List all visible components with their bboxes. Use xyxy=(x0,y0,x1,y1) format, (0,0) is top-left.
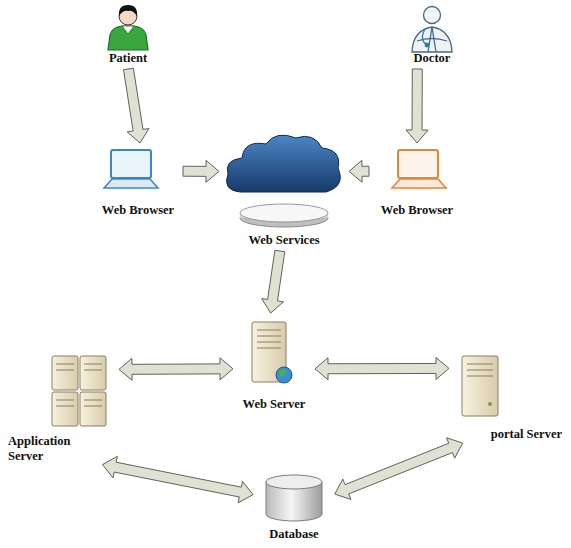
node-label: Database xyxy=(267,527,320,542)
node-label: Web Server xyxy=(241,397,308,412)
icon-node: Web Browser xyxy=(372,146,462,218)
icon-node: portal Server xyxy=(452,350,564,442)
laptop-icon xyxy=(392,150,446,188)
block-arrow xyxy=(183,160,219,182)
icon-node: Web Services xyxy=(222,132,346,248)
block-arrow xyxy=(349,160,369,182)
block-arrow xyxy=(102,456,253,503)
icon-node: Web Server xyxy=(236,316,312,412)
block-arrow xyxy=(124,68,149,143)
block-arrow xyxy=(262,250,285,313)
block-arrow xyxy=(315,357,449,379)
node-label: Web Browser xyxy=(379,203,455,218)
node-label: Doctor xyxy=(412,51,453,66)
server-icon xyxy=(252,322,292,383)
database-icon xyxy=(266,475,322,521)
icon-node: Doctor xyxy=(400,2,464,66)
doctor-icon xyxy=(412,7,452,53)
laptop-icon xyxy=(104,150,158,188)
cloud-icon xyxy=(227,135,341,227)
icon-node: Web Browser xyxy=(96,146,180,218)
node-label: portal Server xyxy=(489,427,564,442)
node-label: Web Services xyxy=(246,233,321,248)
icon-node: Database xyxy=(256,470,332,542)
node-label: Patient xyxy=(107,51,149,66)
node-label: Web Browser xyxy=(100,203,176,218)
server-rack-icon xyxy=(52,356,106,426)
server-icon xyxy=(462,356,498,416)
icon-node: Patient xyxy=(98,2,158,66)
node-label: Application Server xyxy=(6,434,100,464)
icon-node: Application Server xyxy=(6,350,116,464)
block-arrow xyxy=(119,358,233,380)
patient-icon xyxy=(108,5,148,50)
block-arrow xyxy=(406,69,428,143)
block-arrow xyxy=(335,438,463,500)
